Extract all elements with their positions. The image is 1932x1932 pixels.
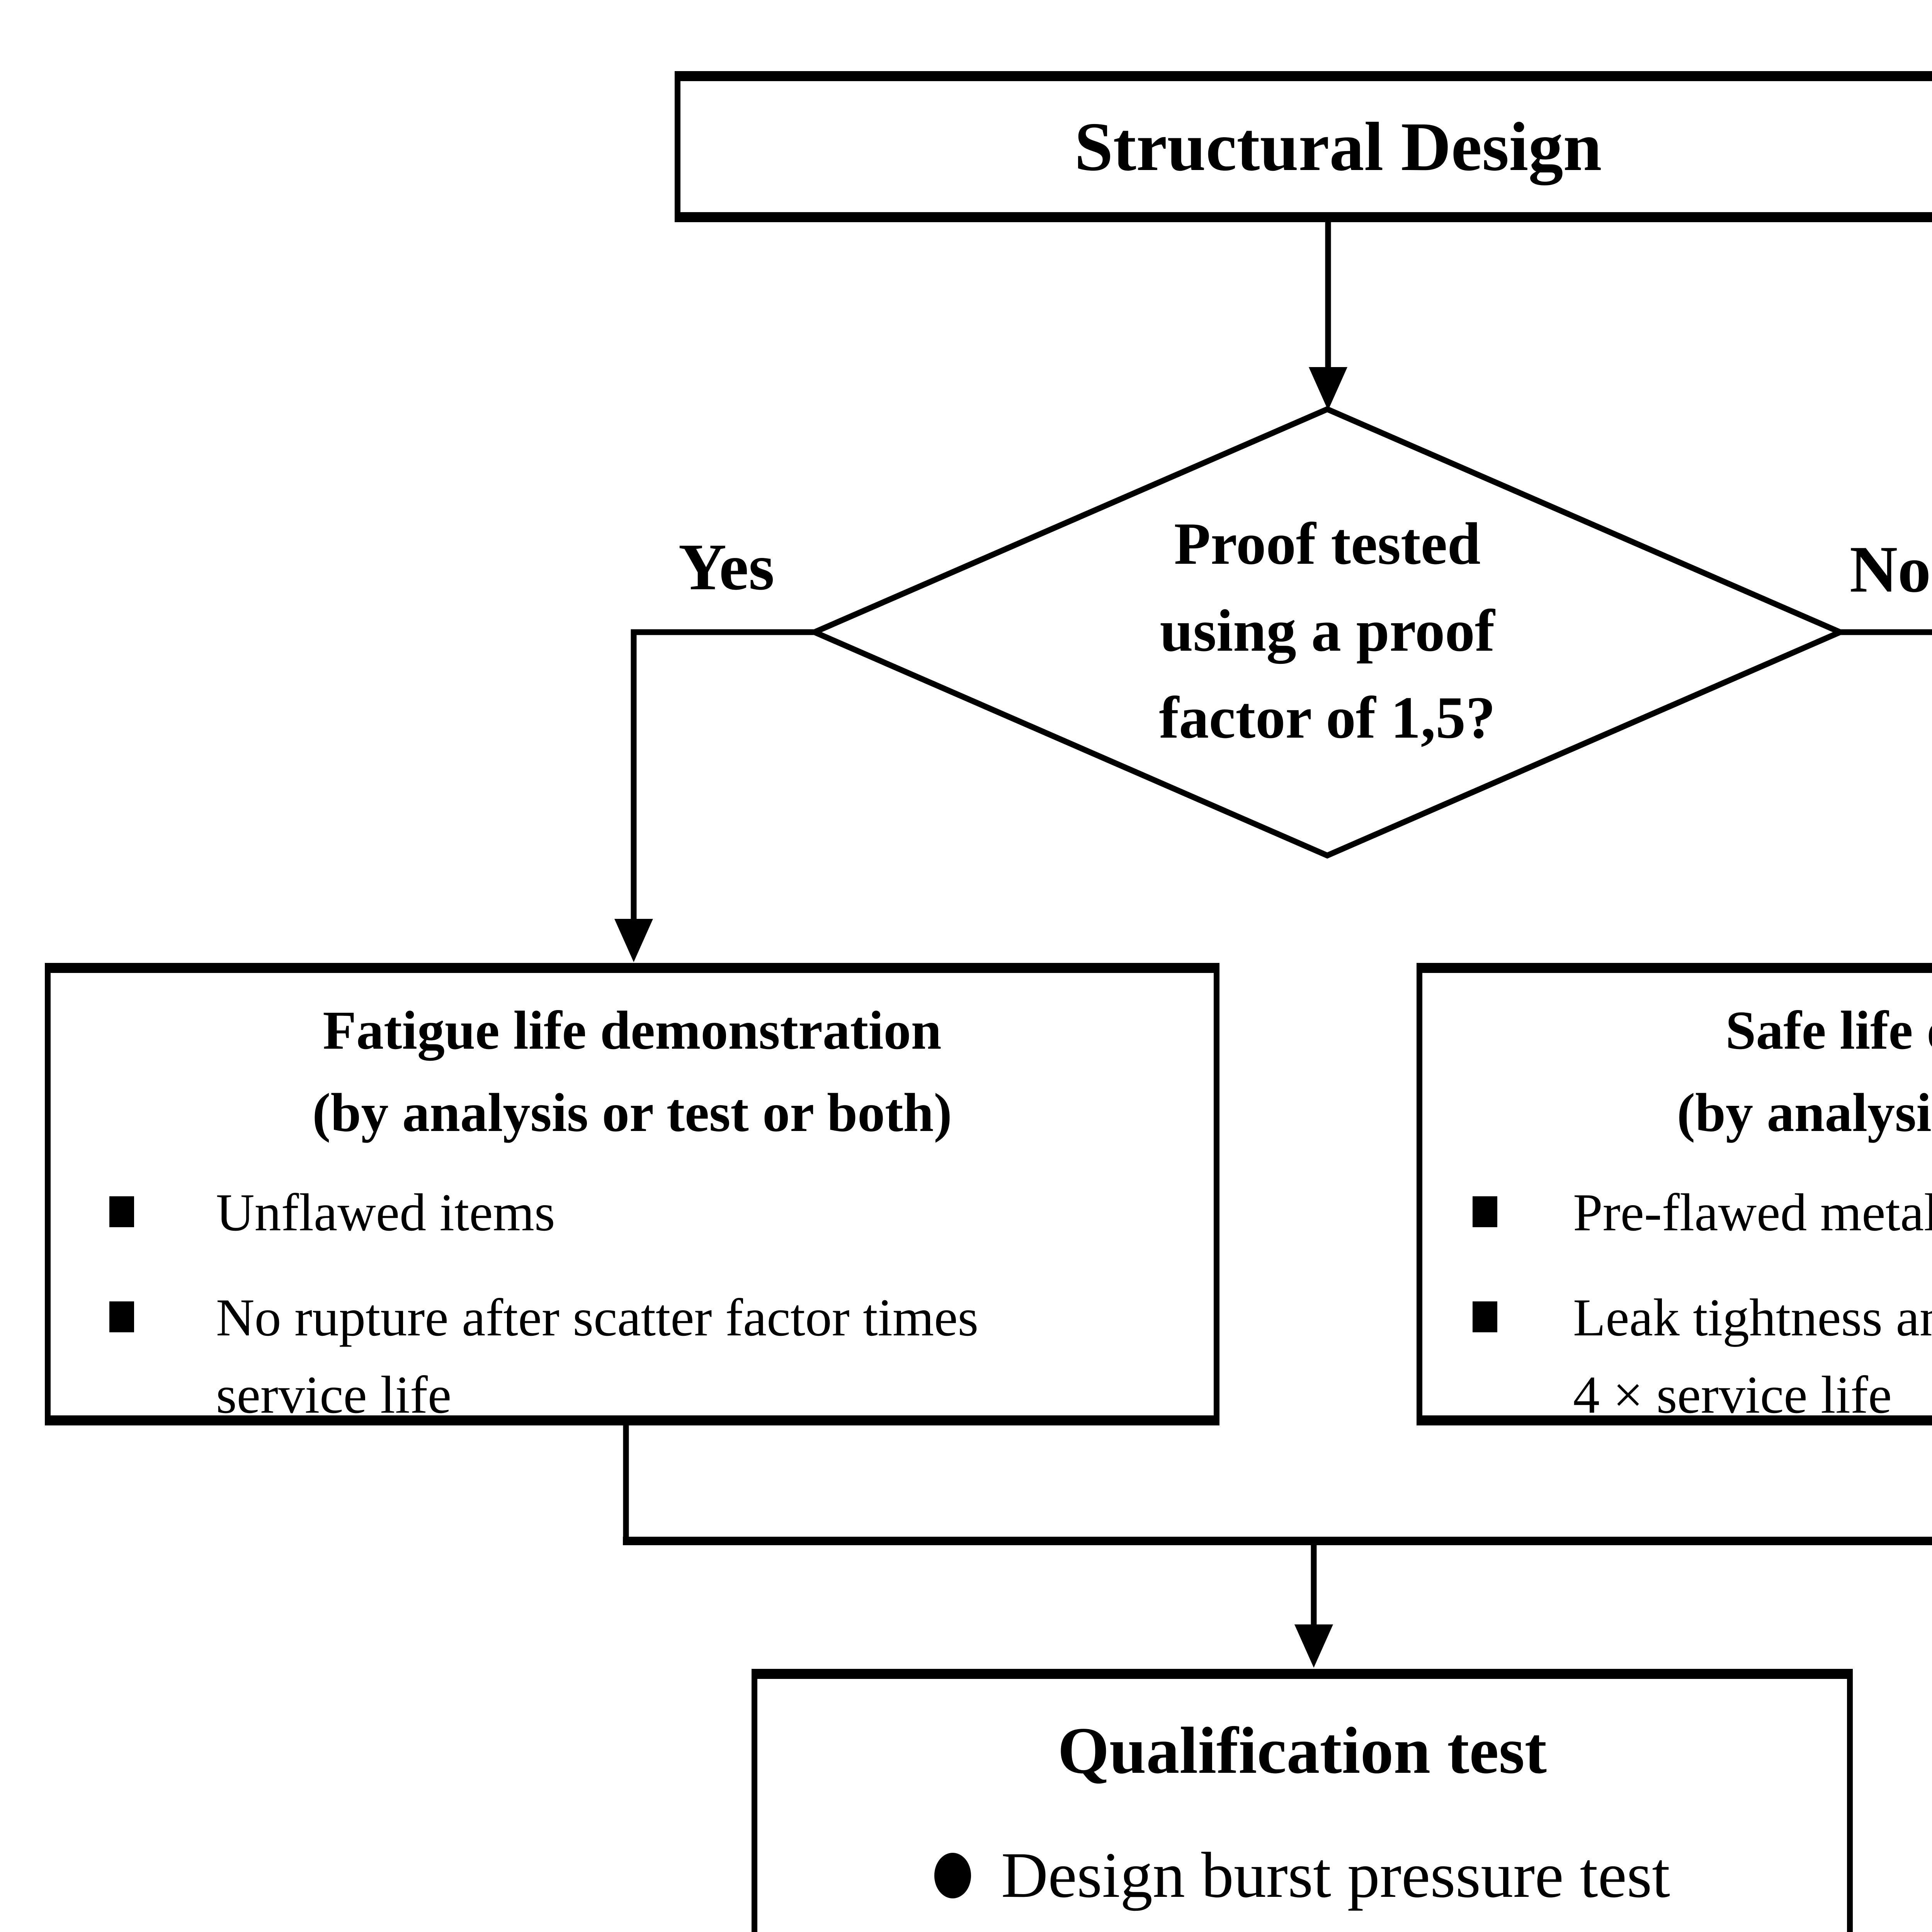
square-bullet-icon xyxy=(1473,1196,1497,1227)
list-item: Pre-flawed metallic items xyxy=(1422,1174,1932,1251)
round-bullet-icon xyxy=(934,1852,971,1898)
list-item: Unflawed items xyxy=(51,1174,1214,1251)
node-decision-question: Proof tested using a proof factor of 1,5… xyxy=(1159,510,1496,751)
node-structural-design: Structural Design xyxy=(675,71,1932,222)
node-fatigue-life-demonstration: Fatigue life demonstration (by analysis … xyxy=(45,963,1219,1425)
arrow-merge-to-qualification-head xyxy=(1294,1624,1333,1668)
fatigue-bullet-1: Unflawed items xyxy=(216,1183,555,1242)
square-bullet-icon xyxy=(109,1196,134,1227)
safe-bullet-2: Leak tightness and no rupture after 4 × … xyxy=(1573,1288,1932,1425)
safe-bullet-list: Pre-flawed metallic items Leak tightness… xyxy=(1422,1174,1932,1434)
arrow-yes-head xyxy=(614,919,653,962)
safe-bullet-1: Pre-flawed metallic items xyxy=(1573,1183,1932,1242)
node-safe-life-demonstration: Safe life demonstration (by analysis or … xyxy=(1417,963,1932,1425)
arrow-yes-line xyxy=(631,629,815,923)
fatigue-bullet-list: Unflawed items No rupture after scatter … xyxy=(51,1174,1214,1434)
decision-diamond-shape xyxy=(807,406,1847,859)
branch-label-yes: Yes xyxy=(678,531,775,604)
list-item: No rupture after scatter factor times se… xyxy=(51,1279,1214,1434)
square-bullet-icon xyxy=(1473,1301,1497,1333)
qualification-bullet-1: Design burst pressure test xyxy=(1001,1839,1670,1912)
fatigue-box-title: Fatigue life demonstration (by analysis … xyxy=(312,1000,952,1143)
list-item: Leak tightness and no rupture after 4 × … xyxy=(1422,1279,1932,1434)
list-item: Design burst pressure test xyxy=(757,1833,1847,1917)
branch-label-no: No xyxy=(1849,533,1931,606)
arrow-no-line xyxy=(1840,629,1932,635)
fatigue-bullet-2: No rupture after scatter factor times se… xyxy=(216,1288,979,1425)
safe-box-title: Safe life demonstration (by analysis or … xyxy=(1677,1000,1932,1143)
structural-design-title: Structural Design xyxy=(1074,108,1602,185)
arrow-design-to-decision-head xyxy=(1309,367,1347,410)
qualification-title: Qualification test xyxy=(1058,1714,1547,1787)
square-bullet-icon xyxy=(109,1301,134,1333)
node-qualification-test: Qualification test Design burst pressure… xyxy=(752,1669,1853,1932)
